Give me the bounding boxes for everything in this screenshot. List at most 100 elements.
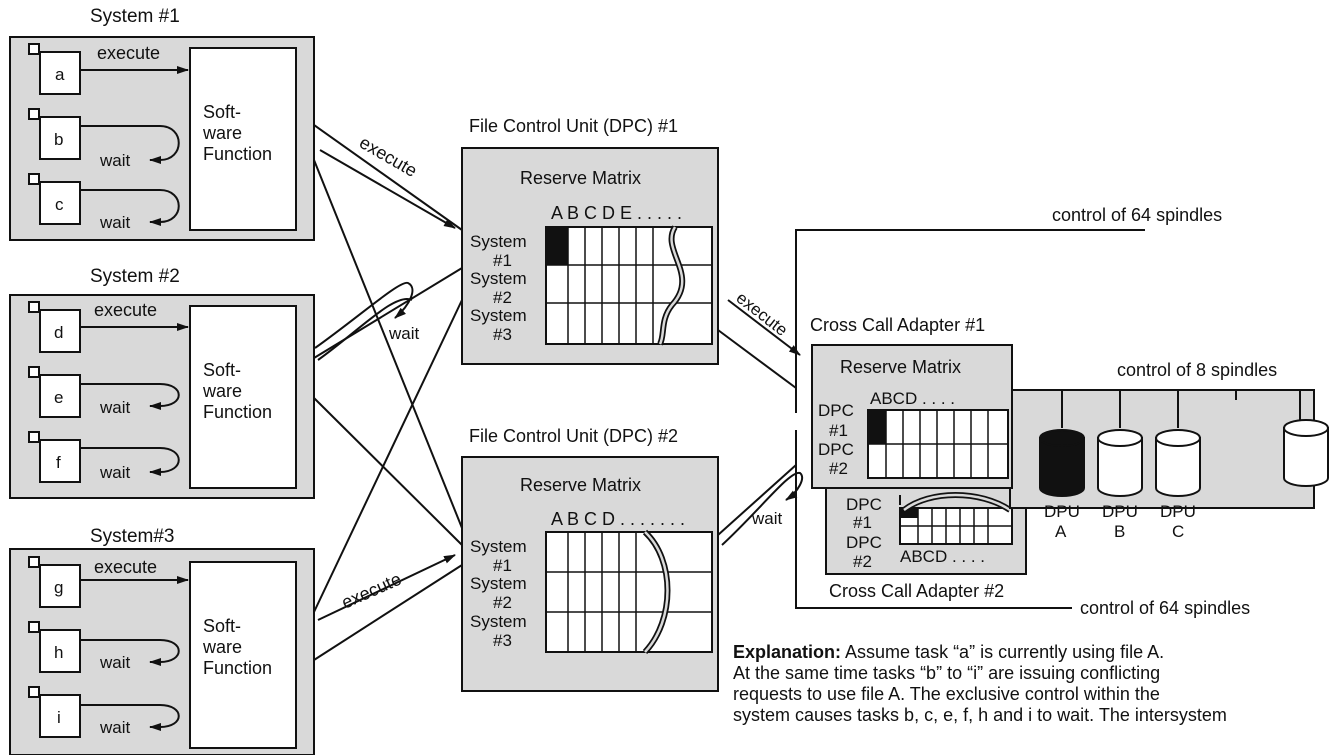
function-label-line3: Function: [203, 402, 272, 422]
task-g-label: g: [54, 578, 63, 597]
reserved-cell: [900, 508, 918, 518]
wait-arrow: [80, 189, 180, 226]
row-label: System: [470, 269, 527, 288]
task-g-box: [39, 564, 81, 608]
task-e-tab: [28, 366, 40, 378]
explanation-heading: Explanation:: [733, 642, 842, 662]
connection-line: [313, 267, 463, 359]
matrix-column-header: A B C D E . . . . .: [551, 203, 682, 223]
row-label: System: [470, 537, 527, 556]
row-label: #1: [853, 513, 872, 532]
dpc-1: File Control Unit (DPC) #1 Reserve Matri…: [461, 116, 719, 365]
row-label: #2: [853, 552, 872, 571]
system-1-software-function: [189, 47, 297, 231]
connection-line: [313, 397, 463, 546]
task-e-box: [39, 374, 81, 418]
task-a-label: a: [55, 65, 65, 84]
cca-2-title: Cross Call Adapter #2: [829, 581, 1004, 601]
task-h-box: [39, 629, 81, 673]
reserved-cell-a-system1: [546, 227, 568, 265]
task-i-label: i: [57, 708, 61, 727]
task-b-label: b: [54, 130, 63, 149]
row-label: DPC: [818, 401, 854, 420]
row-label: #1: [493, 251, 512, 270]
dpu-label: DPU: [1160, 502, 1196, 521]
wait-label: wait: [99, 653, 131, 672]
connection-line: [313, 159, 463, 529]
dpu-id: B: [1114, 522, 1125, 541]
function-label-line3: Function: [203, 658, 272, 678]
row-label: System: [470, 232, 527, 251]
task-h-label: h: [54, 643, 63, 662]
task-d-tab: [28, 301, 40, 313]
system-2-software-function: [189, 305, 297, 489]
connection-line: [717, 329, 797, 389]
function-label-line2: ware: [202, 381, 242, 401]
spindles-bottom-label: control of 64 spindles: [1080, 598, 1250, 618]
function-label-line2: ware: [202, 123, 242, 143]
cca-1-title: Cross Call Adapter #1: [810, 315, 985, 335]
explanation-line: system causes tasks b, c, e, f, h and i …: [733, 705, 1227, 725]
system-2-title: System #2: [90, 266, 180, 287]
reserved-cell-a-dpc1: [868, 410, 886, 444]
dpu-c-disk: DPU C: [1155, 429, 1201, 541]
reserve-matrix-title: Reserve Matrix: [840, 357, 961, 377]
explanation-line: Assume task “a” is currently using file …: [845, 642, 1165, 662]
wait-arrow: [80, 125, 180, 164]
execute-label: execute: [338, 569, 404, 613]
wait-label: wait: [388, 324, 420, 343]
system-row-labels: System #1 System #2 System #3: [470, 232, 527, 344]
matrix-column-header: ABCD . . . .: [870, 389, 955, 408]
dpu-id: A: [1055, 522, 1067, 541]
connection-line: [313, 564, 463, 661]
execute-arrow: [727, 299, 801, 356]
spindles-mid-label: control of 8 spindles: [1117, 360, 1277, 380]
row-label: DPC: [846, 495, 882, 514]
dpu-label: DPU: [1102, 502, 1138, 521]
task-g-tab: [28, 556, 40, 568]
task-b-tab: [28, 108, 40, 120]
task-c-box: [39, 181, 81, 225]
task-d-box: [39, 309, 81, 353]
row-label: #2: [493, 593, 512, 612]
spindles-top-label: control of 64 spindles: [1052, 205, 1222, 225]
execute-label: execute: [97, 43, 160, 63]
function-label-line1: Soft-: [203, 360, 241, 380]
execute-arrow: [319, 149, 456, 229]
task-h-tab: [28, 621, 40, 633]
dpu-label: DPU: [1044, 502, 1080, 521]
function-label-line1: Soft-: [203, 616, 241, 636]
row-label: #1: [493, 556, 512, 575]
task-i-box: [39, 694, 81, 738]
reserve-matrix-grid: [545, 225, 713, 346]
execute-label: execute: [356, 132, 421, 181]
wait-loop-line: [317, 297, 413, 361]
explanation-line: At the same time tasks “b” to “i” are is…: [733, 663, 1161, 683]
dpu-bay: control of 8 spindles DPU A DPU B DPU C: [1009, 360, 1329, 541]
system-1-title: System #1: [90, 6, 180, 27]
system-3: System#3 Soft- ware Function g execute h…: [9, 526, 315, 755]
wait-arrow: [80, 383, 180, 410]
matrix-frame: [545, 226, 713, 345]
system-3-title: System#3: [90, 526, 174, 547]
reserve-matrix-grid: [867, 409, 1009, 479]
wait-label: wait: [99, 151, 131, 170]
connection-line: [313, 124, 463, 231]
wait-arrow: [314, 281, 414, 349]
matrix-column-header: A B C D . . . . . . .: [551, 509, 685, 529]
system-3-software-function: [189, 561, 297, 749]
dpc-1-title: File Control Unit (DPC) #1: [469, 116, 678, 136]
task-a-tab: [28, 43, 40, 55]
explanation-line: requests to use file A. The exclusive co…: [733, 684, 1160, 704]
wait-arrow: [80, 447, 180, 476]
task-d-label: d: [54, 323, 63, 342]
task-f-box: [39, 439, 81, 483]
row-label: DPC: [818, 440, 854, 459]
system-dpc-connections: execute wait execute: [313, 124, 463, 661]
reserve-matrix-grid: [545, 529, 713, 655]
connection-line: [313, 299, 463, 613]
row-label: #3: [493, 631, 512, 650]
row-label: System: [470, 306, 527, 325]
